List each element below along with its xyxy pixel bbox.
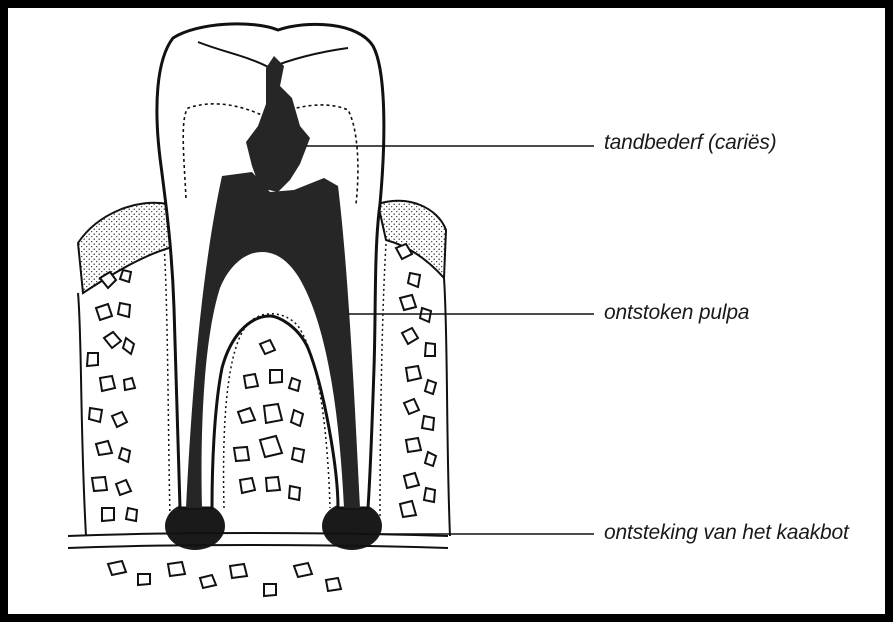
bone-trabeculae-right — [396, 244, 436, 517]
bone-trabeculae-lower — [108, 561, 341, 596]
label-inflamed-pulp: ontstoken pulpa — [604, 301, 749, 325]
label-caries: tandbederf (cariës) — [604, 131, 776, 155]
ligament-right-outer — [380, 244, 386, 518]
jawbone-right-outline — [444, 278, 450, 536]
bone-trabeculae-left — [87, 270, 137, 521]
jawbone-left-outline — [78, 293, 86, 536]
label-jawbone-inflammation: ontsteking van het kaakbot — [604, 521, 849, 545]
ligament-left-outer — [164, 244, 170, 518]
diagram-frame: tandbederf (cariës) ontstoken pulpa onts… — [8, 8, 885, 614]
gum-right — [378, 201, 446, 278]
bone-trabeculae-center — [234, 340, 304, 500]
jawbone-band — [68, 533, 448, 548]
